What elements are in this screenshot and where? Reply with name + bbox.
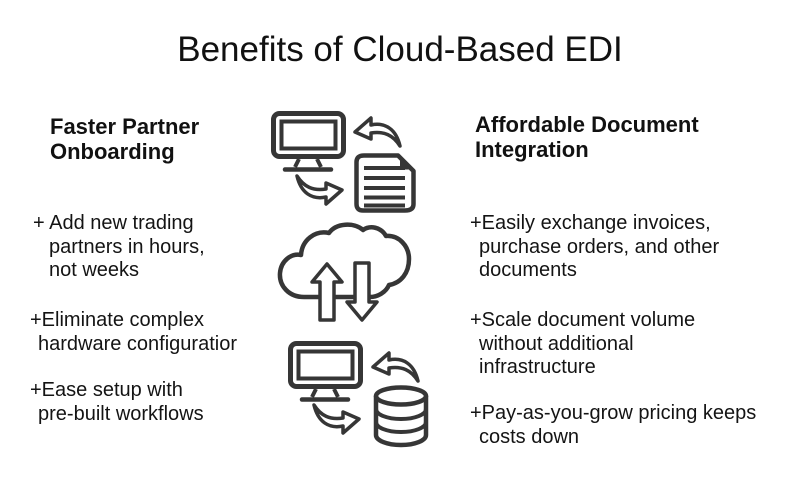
monitor-icon	[271, 111, 346, 172]
document-icon	[354, 153, 416, 213]
benefit-item: + Add new trading partners in hours, not…	[33, 212, 205, 281]
benefit-item: +Pay-as-you-grow pricing keeps costs dow…	[470, 402, 757, 448]
cloud-transfer-icon	[277, 222, 412, 322]
curved-arrow-right-icon	[312, 403, 361, 435]
benefit-item: +Easily exchange invoices, purchase orde…	[470, 212, 720, 281]
database-icon	[373, 385, 429, 448]
arrow-up-icon	[310, 262, 344, 322]
left-column-heading: Faster Partner Onboarding	[50, 114, 200, 164]
benefit-item: +Scale document volume without additiona…	[470, 309, 696, 378]
curved-arrow-right-icon	[295, 174, 344, 206]
benefit-item: +Ease setup with pre-built workflows	[30, 379, 204, 425]
monitor-database-exchange-icon	[288, 341, 429, 448]
right-column-heading: Affordable Document Integration	[475, 112, 699, 162]
arrow-down-icon	[345, 261, 379, 322]
page-title: Benefits of Cloud-Based EDI	[177, 30, 623, 69]
cloud-icon	[277, 222, 412, 300]
curved-arrow-left-icon	[371, 351, 420, 383]
monitor-icon	[288, 341, 363, 402]
benefit-item: +Eliminate complex hardware configuratio…	[30, 309, 237, 355]
curved-arrow-left-icon	[353, 116, 402, 148]
monitor-document-exchange-icon	[271, 111, 416, 213]
